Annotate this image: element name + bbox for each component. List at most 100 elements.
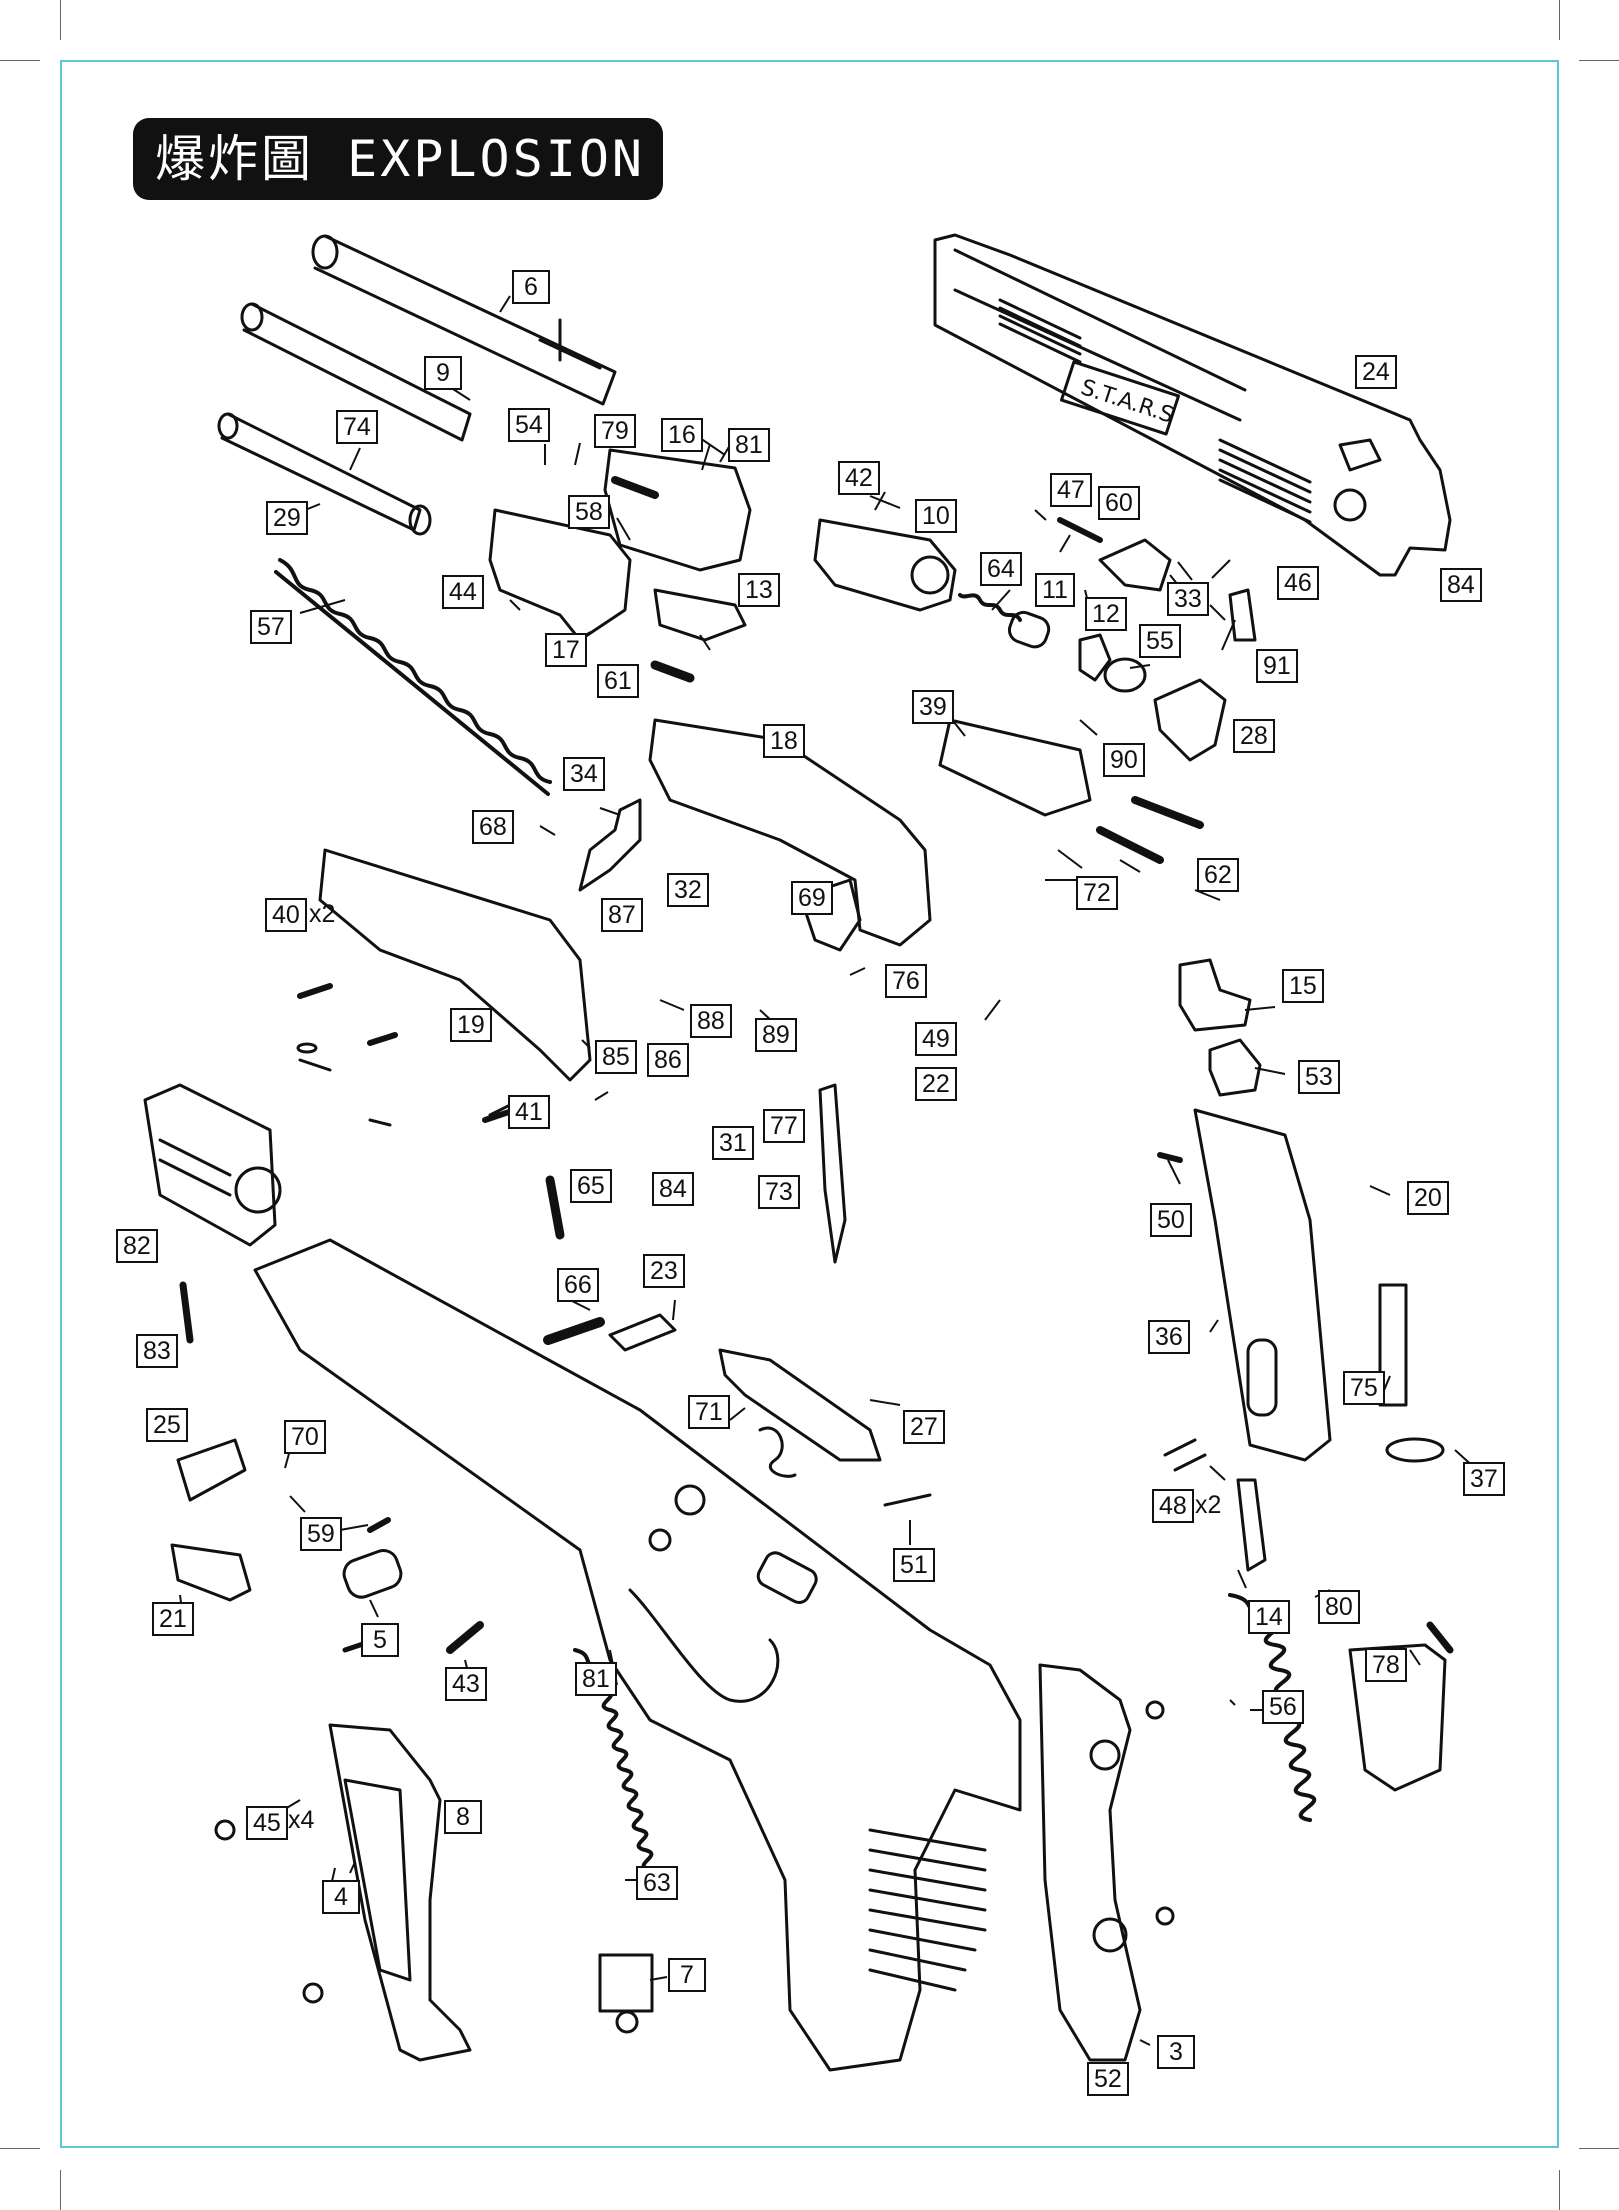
part-label-51: 51 — [893, 1548, 935, 1582]
part-label-61: 61 — [597, 664, 639, 698]
part-label-78: 78 — [1365, 1648, 1407, 1682]
part-label-62: 62 — [1197, 858, 1239, 892]
part-label-63: 63 — [636, 1866, 678, 1900]
part-label-71: 71 — [688, 1395, 730, 1429]
crop-mark — [0, 2148, 40, 2149]
part-label-23: 23 — [643, 1254, 685, 1288]
page-title: 爆炸圖 EXPLOSION — [133, 118, 663, 200]
part-label-5: 5 — [361, 1623, 399, 1657]
part-label-16: 16 — [661, 418, 703, 452]
part-label-11: 11 — [1035, 573, 1075, 607]
part-label-45: 45 — [246, 1806, 288, 1840]
part-label-69: 69 — [791, 881, 833, 915]
inner-barrel-part — [240, 302, 472, 442]
part-label-19: 19 — [450, 1008, 492, 1042]
crop-mark — [1559, 2170, 1560, 2210]
part-label-31: 31 — [712, 1126, 754, 1160]
qty-40: x2 — [309, 900, 336, 928]
part-label-21: 21 — [152, 1602, 194, 1636]
part-label-34: 34 — [563, 757, 605, 791]
part-label-12: 12 — [1085, 597, 1127, 631]
part-label-44: 44 — [442, 575, 484, 609]
part-label-66: 66 — [557, 1268, 599, 1302]
part-label-46: 46 — [1277, 566, 1319, 600]
guide-rod-part — [217, 412, 432, 536]
part-label-72: 72 — [1076, 876, 1118, 910]
rear-sight-parts — [1178, 958, 1262, 1097]
part-label-47: 47 — [1050, 473, 1092, 507]
part-label-50: 50 — [1150, 1203, 1192, 1237]
part-label-49: 49 — [915, 1022, 957, 1056]
part-label-53: 53 — [1298, 1060, 1340, 1094]
left-grip-part — [328, 1723, 472, 2062]
crop-mark — [60, 2170, 61, 2210]
part-label-7: 7 — [668, 1958, 706, 1992]
part-label-8: 8 — [444, 1800, 482, 1834]
qty-48: x2 — [1195, 1491, 1222, 1519]
part-label-55: 55 — [1139, 624, 1181, 658]
part-label-84: 84 — [1440, 568, 1482, 602]
part-label-73: 73 — [758, 1175, 800, 1209]
nozzle-part — [813, 518, 1257, 762]
part-label-52: 52 — [1087, 2062, 1129, 2096]
part-label-77: 77 — [763, 1109, 805, 1143]
part-label-4: 4 — [322, 1880, 360, 1914]
part-label-48: 48 — [1152, 1489, 1194, 1523]
part-label-68: 68 — [472, 810, 514, 844]
part-label-65: 65 — [570, 1169, 612, 1203]
small-parts — [296, 476, 1445, 1507]
part-label-56: 56 — [1262, 1690, 1304, 1724]
part-label-70: 70 — [284, 1420, 326, 1454]
part-label-81b: 81 — [575, 1662, 617, 1696]
trigger-frame-part — [318, 718, 1092, 1082]
part-label-6: 6 — [512, 270, 550, 304]
part-label-64: 64 — [980, 552, 1022, 586]
part-label-20: 20 — [1407, 1181, 1449, 1215]
part-label-40: 40 — [265, 898, 307, 932]
crop-mark — [0, 60, 40, 61]
part-label-43: 43 — [445, 1667, 487, 1701]
crop-mark — [1579, 2148, 1619, 2149]
crop-mark — [1559, 0, 1560, 40]
part-label-18: 18 — [763, 724, 805, 758]
part-label-25: 25 — [146, 1408, 188, 1442]
part-label-80: 80 — [1318, 1590, 1360, 1624]
part-label-90: 90 — [1103, 743, 1145, 777]
part-label-29: 29 — [266, 501, 308, 535]
part-label-76: 76 — [885, 964, 927, 998]
part-label-14: 14 — [1248, 1600, 1290, 1634]
slide-part — [933, 233, 1452, 577]
part-label-27: 27 — [903, 1410, 945, 1444]
part-label-60: 60 — [1098, 486, 1140, 520]
qty-45: x4 — [288, 1806, 315, 1834]
part-label-3: 3 — [1157, 2035, 1195, 2069]
part-label-33: 33 — [1167, 582, 1209, 616]
part-label-83: 83 — [136, 1334, 178, 1368]
part-label-22: 22 — [915, 1067, 957, 1101]
front-block-part — [143, 1083, 282, 1247]
part-label-24: 24 — [1355, 355, 1397, 389]
part-label-88: 88 — [690, 1004, 732, 1038]
recoil-spring-part — [274, 558, 552, 796]
part-label-85: 85 — [595, 1040, 637, 1074]
part-label-39: 39 — [912, 690, 954, 724]
part-label-41: 41 — [508, 1095, 550, 1129]
part-label-37: 37 — [1463, 1462, 1505, 1496]
part-label-15: 15 — [1282, 969, 1324, 1003]
part-label-32: 32 — [667, 873, 709, 907]
part-label-91: 91 — [1256, 649, 1298, 683]
part-label-59: 59 — [300, 1517, 342, 1551]
outer-barrel-part — [311, 234, 617, 406]
part-label-87: 87 — [601, 898, 643, 932]
part-label-58: 58 — [568, 495, 610, 529]
part-label-13: 13 — [738, 573, 780, 607]
part-label-17: 17 — [545, 633, 587, 667]
part-label-75: 75 — [1343, 1371, 1385, 1405]
part-label-10: 10 — [915, 499, 957, 533]
part-label-81: 81 — [728, 428, 770, 462]
part-label-86: 86 — [647, 1043, 689, 1077]
part-label-36: 36 — [1148, 1320, 1190, 1354]
magazine-part — [1193, 1108, 1447, 1822]
right-grip-part — [1038, 1663, 1142, 2062]
